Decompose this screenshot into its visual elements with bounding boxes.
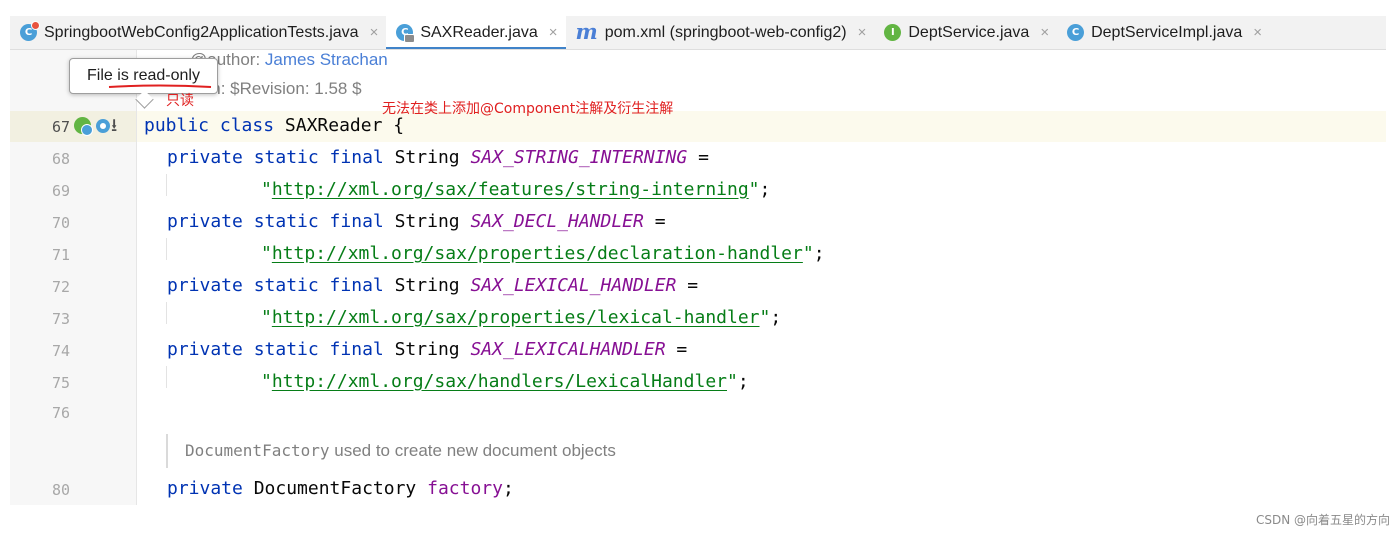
close-icon[interactable]: × <box>548 24 558 41</box>
close-icon[interactable]: × <box>857 24 867 41</box>
line-number: 72 <box>51 278 70 296</box>
tab-saxreader[interactable]: C SAXReader.java × <box>386 16 566 49</box>
url-link[interactable]: http://xml.org/sax/properties/lexical-ha… <box>271 307 760 328</box>
doc-author-name[interactable]: James Strachan <box>264 50 388 69</box>
code-line-string-value[interactable]: "http://xml.org/sax/features/string-inte… <box>261 179 771 200</box>
tab-label: SAXReader.java <box>420 23 538 41</box>
url-link[interactable]: http://xml.org/sax/properties/declaratio… <box>271 243 803 264</box>
url-link[interactable]: http://xml.org/sax/features/string-inter… <box>271 179 749 200</box>
tab-springboot-tests[interactable]: C SpringbootWebConfig2ApplicationTests.j… <box>10 16 386 49</box>
gutter-separator <box>136 50 137 505</box>
code-line-string-value[interactable]: "http://xml.org/sax/properties/declarati… <box>261 243 825 264</box>
indent-guide <box>166 302 167 324</box>
tab-label: SpringbootWebConfig2ApplicationTests.jav… <box>44 23 359 41</box>
test-class-icon: C <box>20 21 40 41</box>
code-line-field-declaration[interactable]: private static final String SAX_STRING_I… <box>167 147 709 168</box>
read-only-tooltip: File is read-only <box>69 58 218 94</box>
interface-icon: I <box>884 24 902 41</box>
watermark: CSDN @向着五星的方向 <box>1255 513 1390 527</box>
tooltip-text: File is read-only <box>87 67 200 84</box>
line-number: 75 <box>51 374 70 392</box>
annotation-readonly: 只读 <box>166 93 194 109</box>
line-number: 80 <box>51 481 70 499</box>
indent-guide <box>166 174 167 196</box>
code-line-field-declaration[interactable]: private static final String SAX_LEXICAL_… <box>167 275 699 296</box>
tab-label: DeptService.java <box>908 23 1030 41</box>
tab-dept-service[interactable]: I DeptService.java × <box>874 16 1057 49</box>
line-number: 76 <box>51 404 70 422</box>
tab-dept-service-impl[interactable]: C DeptServiceImpl.java × <box>1057 16 1270 49</box>
line-number: 70 <box>51 214 70 232</box>
tab-label: pom.xml (springboot-web-config2) <box>604 23 847 41</box>
line-number: 71 <box>51 246 70 264</box>
code-line-string-value[interactable]: "http://xml.org/sax/handlers/LexicalHand… <box>261 371 749 392</box>
annotation-note: 无法在类上添加@Component注解及衍生注解 <box>382 101 674 117</box>
locked-class-icon: C <box>396 24 416 43</box>
doc-comment-bar <box>166 434 168 468</box>
rendered-doc-comment[interactable]: DocumentFactory used to create new docum… <box>185 441 616 460</box>
url-link[interactable]: http://xml.org/sax/handlers/LexicalHandl… <box>271 371 727 392</box>
maven-icon: m <box>575 18 598 44</box>
line-number: 74 <box>51 342 70 360</box>
red-underline-annotation <box>108 84 212 88</box>
current-line-highlight <box>10 111 1386 142</box>
code-line-factory-field[interactable]: private DocumentFactory factory; <box>167 478 514 499</box>
class-icon: C <box>1067 24 1085 41</box>
close-icon[interactable]: × <box>1040 24 1050 41</box>
line-number: 68 <box>51 150 70 168</box>
tab-pom-xml[interactable]: m pom.xml (springboot-web-config2) × <box>566 16 875 49</box>
tab-label: DeptServiceImpl.java <box>1091 23 1243 41</box>
close-icon[interactable]: × <box>1253 24 1263 41</box>
doc-author-line: @author: James Strachan <box>190 50 388 70</box>
code-line-string-value[interactable]: "http://xml.org/sax/properties/lexical-h… <box>261 307 782 328</box>
code-line-field-declaration[interactable]: private static final String SAX_DECL_HAN… <box>167 211 666 232</box>
indent-guide <box>166 238 167 260</box>
code-editor[interactable]: @author: James Strachan Version: $Revisi… <box>10 50 1386 505</box>
doc-version-value: $Revision: 1.58 $ <box>230 79 362 98</box>
editor-tab-bar: C SpringbootWebConfig2ApplicationTests.j… <box>10 16 1386 50</box>
line-number: 67 <box>51 118 70 136</box>
code-line-class-declaration[interactable]: public class SAXReader { <box>144 115 405 136</box>
implemented-interface-icon[interactable] <box>74 117 93 136</box>
line-number: 73 <box>51 310 70 328</box>
indent-guide <box>166 366 167 388</box>
close-icon[interactable]: × <box>369 24 379 41</box>
subclass-arrow-icon[interactable]: ⭳ <box>111 115 118 136</box>
line-number: 69 <box>51 182 70 200</box>
class-hierarchy-icon[interactable] <box>96 119 110 133</box>
code-line-field-declaration[interactable]: private static final String SAX_LEXICALH… <box>167 339 688 360</box>
